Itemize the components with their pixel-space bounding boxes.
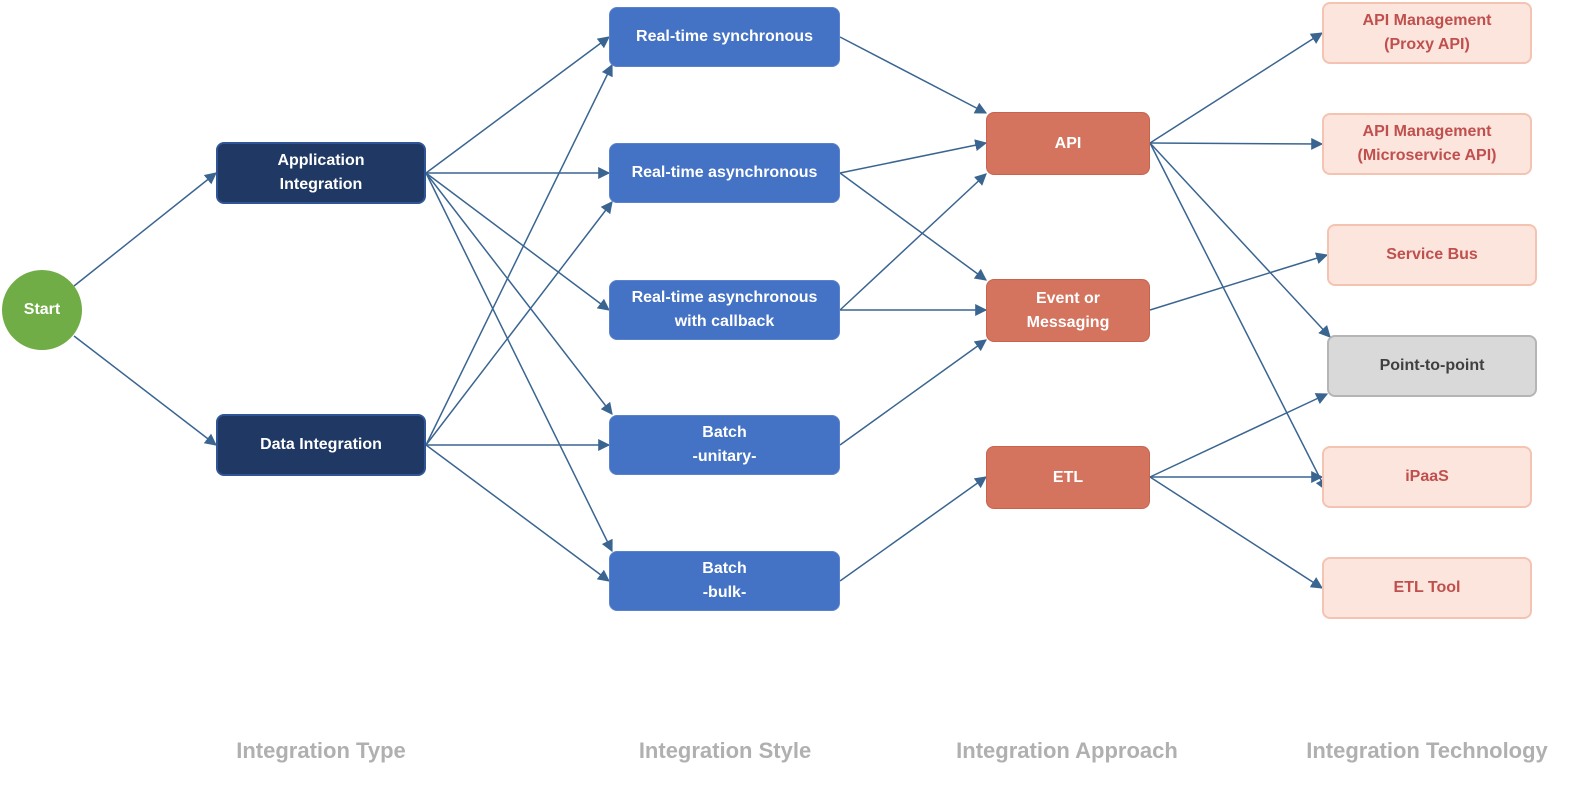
edge-etl-to-etl_tool (1149, 476, 1324, 589)
edge-rt_async-to-api (839, 139, 988, 174)
rt-async-callback-label-line1: Real-time asynchronous (631, 289, 818, 306)
edge-app_integration-to-rt_async_cb (425, 172, 610, 311)
api-mgmt-proxy-label-line2: (Proxy API) (1384, 36, 1470, 53)
service-bus-label: Service Bus (1386, 246, 1478, 263)
point-to-point-label: Point-to-point (1379, 357, 1485, 374)
data-integration-node[interactable]: Data Integration (216, 414, 426, 476)
app-integration-label-line2: Integration (279, 176, 363, 193)
edge-data_integration-to-rt_async (425, 201, 613, 446)
app-integration-label-line1: Application (277, 152, 365, 169)
edge-app_integration-to-batch_bulk (425, 172, 613, 553)
event-messaging-label-line1: Event or (1035, 289, 1100, 307)
start-label: Start (23, 301, 61, 318)
etl-tool-node[interactable]: ETL Tool (1322, 557, 1532, 619)
edge-rt_sync-to-api (839, 36, 988, 114)
column-label-technology: Integration Technology (1306, 738, 1548, 763)
batch-bulk-label-line2: -bulk- (702, 584, 747, 601)
api-mgmt-micro-node[interactable]: API Management (Microservice API) (1322, 113, 1532, 175)
edge-data_integration-to-rt_sync (425, 63, 613, 446)
service-bus-node[interactable]: Service Bus (1327, 224, 1537, 286)
batch-unitary-label-line2: -unitary- (692, 448, 757, 465)
api-mgmt-proxy-node[interactable]: API Management (Proxy API) (1322, 2, 1532, 64)
batch-bulk-node[interactable]: Batch -bulk- (609, 551, 840, 611)
api-node[interactable]: API (986, 112, 1150, 175)
etl-node[interactable]: ETL (986, 446, 1150, 509)
column-label-approach: Integration Approach (956, 738, 1178, 763)
rt-async-callback-node[interactable]: Real-time asynchronous with callback (609, 280, 840, 340)
ipaas-node[interactable]: iPaaS (1322, 446, 1532, 508)
edge-data_integration-to-batch_bulk (425, 444, 610, 582)
event-messaging-node[interactable]: Event or Messaging (986, 279, 1150, 342)
rt-async-label: Real-time asynchronous (631, 164, 818, 181)
edge-api-to-point_to_point (1149, 142, 1331, 338)
column-label-style: Integration Style (638, 738, 812, 763)
edge-api-to-api_mgmt_micro (1149, 137, 1324, 150)
edge-api-to-api_mgmt_proxy (1149, 32, 1324, 144)
api-mgmt-proxy-label-line1: API Management (1362, 12, 1492, 29)
batch-unitary-node[interactable]: Batch -unitary- (609, 415, 840, 475)
batch-bulk-label-line1: Batch (702, 560, 747, 577)
start-node[interactable]: Start (2, 270, 82, 350)
edge-api-to-ipaas (1149, 142, 1327, 492)
rt-async-node[interactable]: Real-time asynchronous (609, 143, 840, 203)
edge-batch_unitary-to-event_messaging (839, 339, 987, 446)
api-label: API (1054, 134, 1082, 152)
edge-event_messaging-to-service_bus (1149, 252, 1329, 311)
rt-sync-node[interactable]: Real-time synchronous (609, 7, 840, 67)
rt-async-callback-label-line2: with callback (674, 313, 775, 330)
app-integration-node[interactable]: Application Integration (216, 142, 426, 204)
edge-rt_async-to-event_messaging (839, 172, 987, 281)
api-mgmt-micro-label-line1: API Management (1362, 123, 1492, 140)
edge-start-to-app_integration (73, 172, 217, 287)
etl-tool-label: ETL Tool (1393, 579, 1461, 596)
data-integration-label: Data Integration (260, 436, 382, 453)
edge-etl-to-point_to_point (1149, 393, 1329, 478)
edge-batch_bulk-to-etl (839, 476, 987, 582)
etl-label: ETL (1052, 468, 1084, 486)
rt-sync-label: Real-time synchronous (636, 28, 813, 45)
api-mgmt-micro-label-line2: (Microservice API) (1357, 147, 1497, 164)
edge-app_integration-to-batch_unitary (425, 172, 613, 415)
column-label-type: Integration Type (236, 738, 406, 763)
edge-rt_async_cb-to-api (839, 173, 987, 311)
edge-app_integration-to-rt_sync (425, 36, 610, 174)
point-to-point-node[interactable]: Point-to-point (1327, 335, 1537, 397)
edge-start-to-data_integration (73, 335, 217, 446)
batch-unitary-label-line1: Batch (702, 424, 747, 441)
event-messaging-label-line2: Messaging (1026, 313, 1110, 331)
ipaas-label: iPaaS (1405, 468, 1449, 485)
